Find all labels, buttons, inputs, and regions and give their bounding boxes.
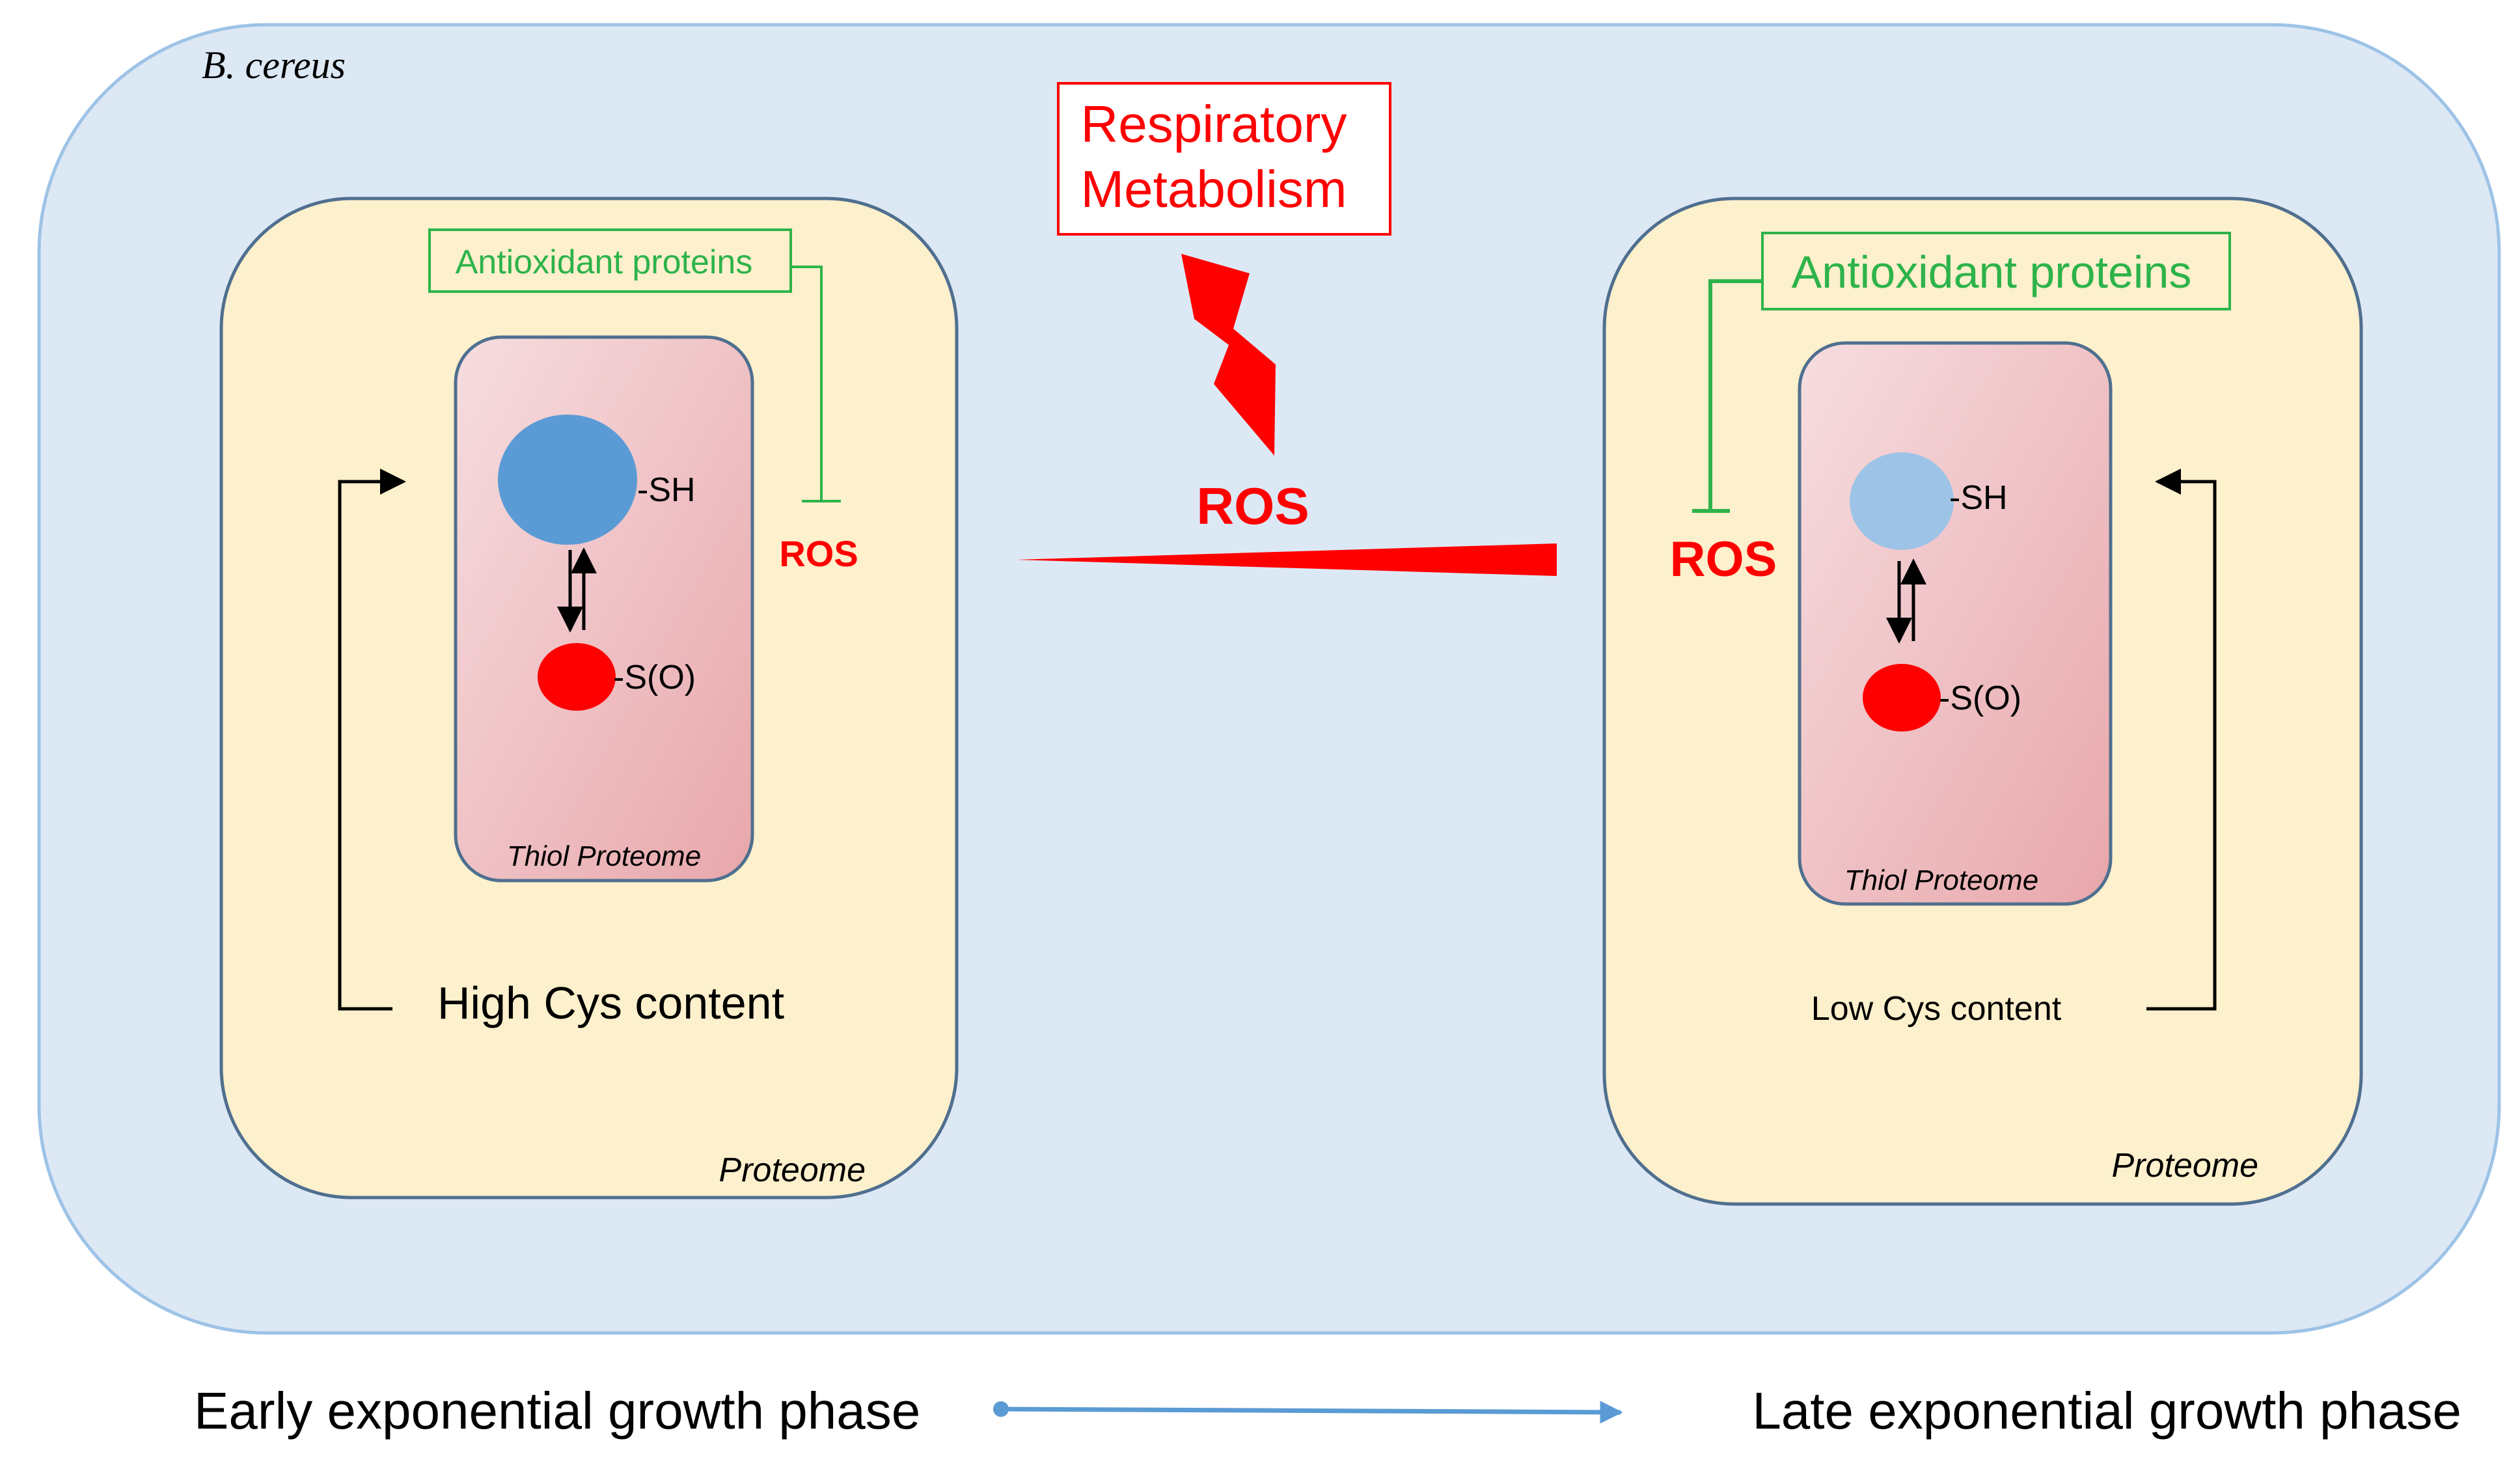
lightning-bolt-icon bbox=[1181, 254, 1276, 456]
right-inhibition-line bbox=[1708, 279, 1762, 511]
right-ros-label: ROS bbox=[1670, 532, 1777, 587]
timeline-start-label: Early exponential growth phase bbox=[194, 1382, 920, 1440]
left-thiol-label: Thiol Proteome bbox=[507, 840, 701, 872]
left-ros-label: ROS bbox=[779, 533, 858, 574]
right-thiol-label: Thiol Proteome bbox=[1844, 864, 2038, 896]
right-panel: Antioxidant proteins ROS -SH -S(O) Thiol… bbox=[1602, 197, 2363, 1206]
timeline-end-label: Late exponential growth phase bbox=[1752, 1382, 2461, 1440]
respiratory-metabolism-box bbox=[1057, 82, 1391, 236]
left-proteome-label: Proteome bbox=[719, 1151, 866, 1189]
left-inhibition-line bbox=[791, 266, 823, 501]
left-antioxidant-label: Antioxidant proteins bbox=[456, 243, 753, 281]
respiratory-label-line2: Metabolism bbox=[1080, 160, 1347, 218]
right-sh-label: -SH bbox=[1949, 479, 2008, 517]
right-so-label: -S(O) bbox=[1939, 679, 2021, 717]
left-oxidized-thiol-protein bbox=[538, 643, 616, 711]
left-feedback-arrow bbox=[338, 469, 406, 1011]
respiratory-label-line1: Respiratory bbox=[1080, 95, 1347, 153]
left-reduced-thiol-protein bbox=[498, 415, 637, 545]
right-feedback-arrow bbox=[2146, 469, 2217, 1011]
left-cys-label: High Cys content bbox=[437, 978, 784, 1028]
organism-label: B. cereus bbox=[202, 44, 346, 87]
right-thiol-proteome-box bbox=[1798, 341, 2113, 906]
left-so-label: -S(O) bbox=[613, 659, 696, 696]
ros-increase-wedge bbox=[1017, 543, 1557, 576]
right-reduced-thiol-protein bbox=[1850, 452, 1954, 550]
right-antioxidant-label: Antioxidant proteins bbox=[1792, 247, 2192, 297]
right-proteome-label: Proteome bbox=[2112, 1147, 2258, 1185]
right-oxidized-thiol-protein bbox=[1863, 664, 1941, 732]
left-antioxidant-box bbox=[428, 228, 792, 293]
left-thiol-proteome-box bbox=[454, 335, 754, 883]
center-ros-label: ROS bbox=[1196, 477, 1309, 535]
right-antioxidant-box bbox=[1761, 232, 2231, 310]
left-sh-label: -SH bbox=[637, 471, 696, 509]
left-panel: Antioxidant proteins ROS -SH -S(O) Thiol… bbox=[219, 197, 959, 1200]
right-cys-label: Low Cys content bbox=[1811, 990, 2062, 1028]
timeline-arrow bbox=[1000, 1401, 1623, 1424]
